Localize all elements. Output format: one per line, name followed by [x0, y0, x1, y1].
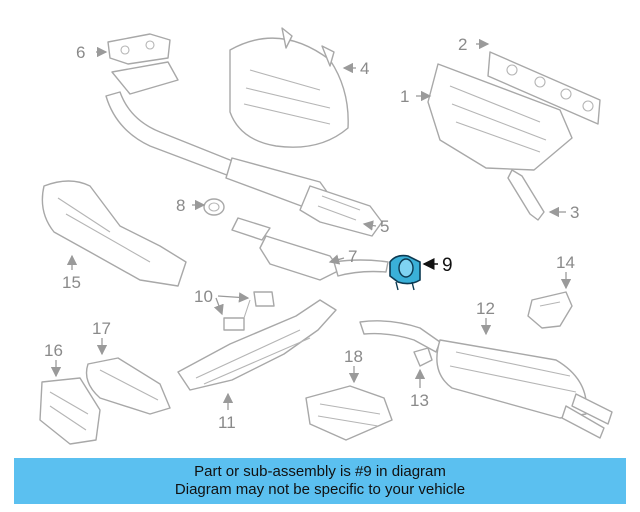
leader-lines	[50, 38, 572, 410]
part-4-heat-shield[interactable]	[229, 27, 349, 148]
part-3-bracket[interactable]	[507, 169, 545, 221]
callout-13: 13	[410, 391, 429, 410]
part-2-manifold-gasket[interactable]	[487, 51, 601, 125]
part-6-gasket[interactable]	[107, 33, 171, 65]
callout-18: 18	[344, 347, 363, 366]
callout-6: 6	[76, 43, 85, 62]
part-15-heat-shield[interactable]	[41, 180, 187, 287]
part-16-heat-shield[interactable]	[39, 377, 101, 445]
callout-2: 2	[458, 35, 467, 54]
banner-line-1: Part or sub-assembly is #9 in diagram	[194, 463, 446, 480]
callout-5: 5	[380, 217, 389, 236]
callout-8: 8	[176, 196, 185, 215]
callout-17: 17	[92, 319, 111, 338]
callout-16: 16	[44, 341, 63, 360]
part-8-gasket-ring[interactable]	[203, 198, 225, 216]
part-17-heat-shield[interactable]	[85, 357, 171, 415]
part-5-converter[interactable]	[299, 185, 383, 237]
callout-1: 1	[400, 87, 409, 106]
part-10-hanger[interactable]	[223, 291, 275, 331]
part-13-hanger[interactable]	[413, 347, 433, 367]
part-14-bracket[interactable]	[527, 291, 573, 329]
callout-4: 4	[360, 59, 369, 78]
part-1-exhaust-manifold[interactable]	[427, 63, 573, 171]
callout-11: 11	[218, 413, 236, 432]
callout-12: 12	[476, 299, 495, 318]
callout-15: 15	[62, 273, 81, 292]
callout-labels: 6 2 1 4 3 8 5 7 9 15 10 14 12 17 16 18 1…	[44, 35, 579, 432]
callout-14: 14	[556, 253, 575, 272]
callout-9: 9	[442, 255, 453, 276]
part-12-muffler[interactable]	[359, 320, 613, 439]
callout-3: 3	[570, 203, 579, 222]
part-11-heat-shield[interactable]	[177, 299, 337, 391]
info-banner: Part or sub-assembly is #9 in diagram Di…	[14, 458, 626, 504]
callout-10: 10	[194, 287, 213, 306]
banner-line-2: Diagram may not be specific to your vehi…	[174, 481, 466, 498]
part-18-shield-plate[interactable]	[305, 385, 393, 441]
part-9-clamp[interactable]	[389, 254, 421, 291]
part-7-resonator[interactable]	[231, 217, 389, 281]
front-pipe[interactable]	[105, 61, 331, 211]
callout-7: 7	[348, 247, 357, 266]
